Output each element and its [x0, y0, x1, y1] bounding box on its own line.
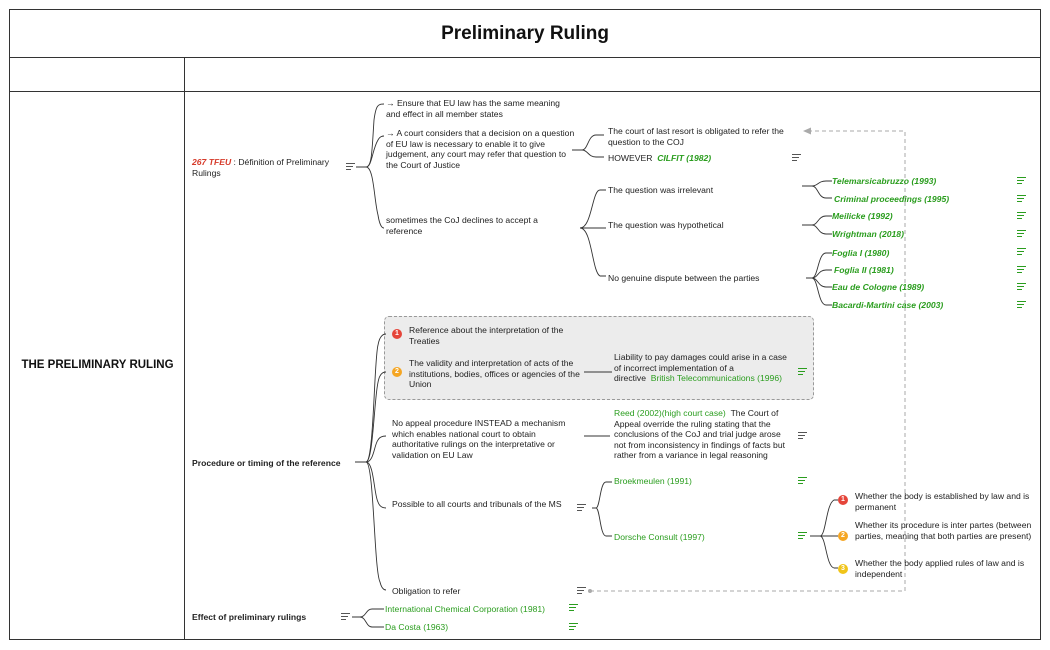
- topic-last-resort: The court of last resort is obligated to…: [608, 126, 784, 147]
- notes-icon[interactable]: [798, 368, 807, 376]
- notes-icon[interactable]: [569, 604, 578, 612]
- column-divider: [184, 57, 185, 640]
- case-eau-de-cologne: Eau de Cologne (1989): [832, 282, 925, 292]
- notes-icon[interactable]: [1017, 195, 1026, 203]
- notes-icon[interactable]: [798, 532, 807, 540]
- notes-icon[interactable]: [1017, 230, 1026, 238]
- case-meilicke: Meilicke (1992): [832, 211, 893, 221]
- priority-2-icon: 2: [838, 531, 848, 541]
- priority-2-icon: 2: [392, 367, 402, 377]
- topic-obligation: Obligation to refer: [392, 586, 461, 596]
- case-da-costa: Da Costa (1963): [385, 622, 449, 632]
- branch2-label: Procedure or timing of the reference: [192, 458, 341, 468]
- case-telemarsicabruzzo: Telemarsicabruzzo (1993): [832, 176, 937, 186]
- subheader-divider: [9, 91, 1041, 92]
- outer-frame: [9, 9, 1041, 640]
- notes-icon[interactable]: [577, 504, 586, 512]
- notes-icon[interactable]: [1017, 301, 1026, 309]
- notes-icon[interactable]: [341, 613, 350, 621]
- topic-reed: Reed (2002)(high court case) The Court o…: [614, 408, 786, 461]
- case-british-telecom: British Telecommunications (1996): [650, 373, 782, 384]
- branch3-label: Effect of preliminary rulings: [192, 612, 307, 622]
- notes-icon[interactable]: [798, 432, 807, 440]
- topic-irrelevant: The question was irrelevant: [608, 185, 714, 195]
- notes-icon[interactable]: [792, 154, 801, 162]
- branch1-label: 267 TFEU : Définition of Preliminary Rul…: [192, 157, 330, 178]
- criterion-independent: Whether the body applied rules of law an…: [855, 558, 1025, 579]
- topic-no-appeal: No appeal procedure INSTEAD a mechanism …: [392, 418, 566, 460]
- topic-declines: sometimes the CoJ declines to accept a r…: [386, 215, 538, 236]
- topic-however: HOWEVER CILFIT (1982): [608, 153, 712, 163]
- priority-1-icon: 1: [392, 329, 402, 339]
- notes-icon[interactable]: [569, 623, 578, 631]
- page-title: Preliminary Ruling: [441, 22, 609, 44]
- article-label: 267 TFEU: [192, 157, 232, 167]
- notes-icon[interactable]: [1017, 283, 1026, 291]
- criterion-established: Whether the body is established by law a…: [855, 491, 1030, 512]
- criterion-inter-partes: Whether its procedure is inter partes (b…: [855, 520, 1032, 541]
- notes-icon[interactable]: [1017, 248, 1026, 256]
- case-wrightman: Wrightman (2018): [832, 229, 904, 239]
- topic-no-dispute: No genuine dispute between the parties: [608, 273, 760, 283]
- notes-icon[interactable]: [1017, 177, 1026, 185]
- topic-validity: The validity and interpretation of acts …: [409, 358, 580, 390]
- case-dorsche-consult: Dorsche Consult (1997): [614, 532, 705, 542]
- case-bacardi-martini: Bacardi-Martini case (2003): [832, 300, 944, 310]
- case-broekmeulen: Broekmeulen (1991): [614, 476, 692, 486]
- topic-ref-treaties: Reference about the interpretation of th…: [409, 325, 564, 346]
- case-criminal-proceedings: Criminal proceedings (1995): [834, 194, 950, 204]
- header-divider: [9, 57, 1041, 58]
- notes-icon[interactable]: [577, 587, 586, 595]
- row-label: THE PRELIMINARY RULING: [21, 359, 174, 371]
- topic-ensure: → Ensure that EU law has the same meanin…: [386, 98, 560, 119]
- topic-court-considers: → A court considers that a decision on a…: [386, 128, 575, 170]
- notes-icon[interactable]: [1017, 212, 1026, 220]
- priority-3-icon: 3: [838, 564, 848, 574]
- notes-icon[interactable]: [1017, 266, 1026, 274]
- case-reed: Reed (2002)(high court case): [614, 408, 726, 418]
- case-international-chemical: International Chemical Corporation (1981…: [385, 604, 546, 614]
- case-foglia-2: Foglia II (1981): [834, 265, 894, 275]
- case-cilfit: CILFIT (1982): [657, 153, 712, 163]
- priority-1-icon: 1: [838, 495, 848, 505]
- topic-liability: Liability to pay damages could arise in …: [614, 352, 787, 384]
- notes-icon[interactable]: [798, 477, 807, 485]
- case-foglia-1: Foglia I (1980): [832, 248, 890, 258]
- topic-hypothetical: The question was hypothetical: [608, 220, 724, 230]
- highlight-box: [384, 316, 814, 400]
- notes-icon[interactable]: [346, 163, 355, 171]
- topic-possible: Possible to all courts and tribunals of …: [392, 499, 562, 509]
